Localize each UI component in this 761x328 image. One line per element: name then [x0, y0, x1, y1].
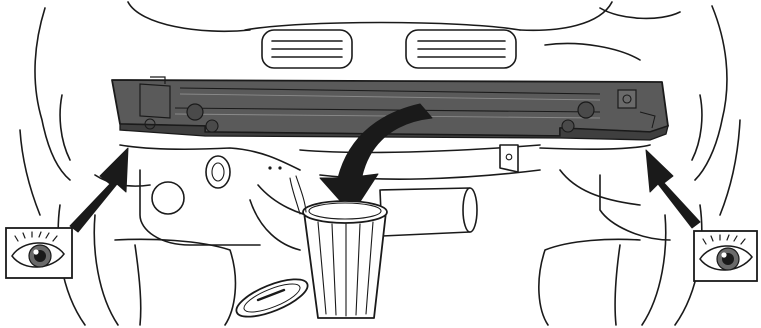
right-pointer-arrow-icon	[646, 150, 700, 228]
eye-view-icon-right	[694, 231, 757, 281]
rear-vent-left	[262, 30, 352, 68]
eye-view-icon-left	[6, 228, 72, 278]
rear-vent-right	[406, 30, 516, 68]
left-pointer-arrow-icon	[70, 148, 128, 232]
right-tire	[539, 205, 702, 325]
trash-can-icon	[232, 176, 387, 324]
